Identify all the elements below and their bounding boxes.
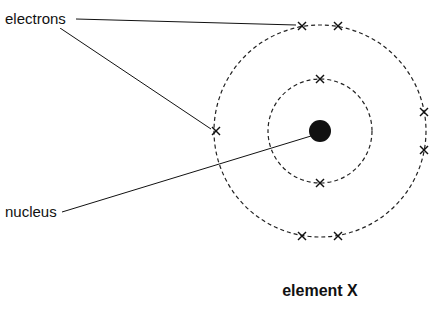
electron-cross (298, 22, 306, 30)
electron-cross (298, 232, 306, 240)
nucleus-dot (309, 120, 331, 142)
electron-cross (420, 146, 428, 154)
caption: element X (281, 282, 359, 300)
electron-crosses (212, 22, 428, 240)
leader-line (60, 28, 211, 129)
electron-cross (420, 108, 428, 116)
leader-line (62, 136, 311, 212)
electron-cross (334, 232, 342, 240)
part-label: electrons (4, 10, 67, 28)
electron-cross (298, 232, 306, 240)
part-label: nucleus (4, 203, 58, 221)
electron-cross (316, 75, 324, 83)
electron-cross (316, 75, 324, 83)
electron-cross (212, 127, 220, 135)
electron-cross (334, 22, 342, 30)
electron-cross (212, 127, 220, 135)
electron-cross (316, 179, 324, 187)
leader-line (76, 19, 296, 25)
outer-shell (214, 25, 426, 237)
electron-cross (420, 146, 428, 154)
electron-cross (420, 108, 428, 116)
electron-cross (334, 22, 342, 30)
electron-cross (334, 232, 342, 240)
inner-shell (268, 79, 372, 183)
electron-cross (298, 22, 306, 30)
electron-cross (316, 179, 324, 187)
